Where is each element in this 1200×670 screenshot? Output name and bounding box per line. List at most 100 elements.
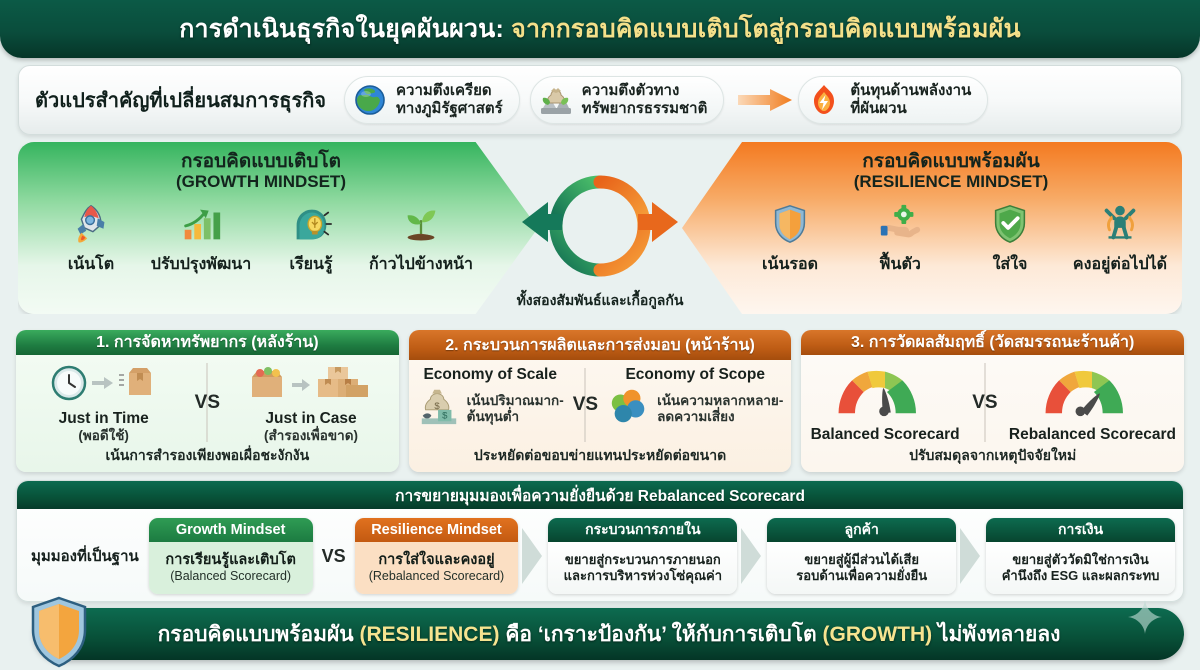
economy-of-scale-side: Economy of Scale $ $ (417, 366, 564, 433)
driver-geopolitics-text: ความตึงเครียด ทางภูมิรัฐศาสตร์ (396, 82, 503, 118)
footer-seg-1: กรอบคิดแบบพร้อมผัน (157, 622, 360, 646)
mindset-band: กรอบคิดแบบเติบโต (GROWTH MINDSET) (18, 142, 1182, 314)
vs-label: VS (572, 394, 599, 415)
driver-line-2: ที่ผันผวน (850, 100, 907, 117)
base-perspective-label: มุมมองที่เป็นฐาน (31, 548, 139, 565)
mutual-support-note: ทั้งสองสัมพันธ์และเกื้อกูลกัน (516, 292, 684, 308)
footer-seg-5: ไม่พังทลายลง (932, 622, 1061, 646)
pillar-internal-process: กระบวนการภายใน ขยายสู่กระบวนการภายนอก แล… (548, 518, 738, 594)
flame-bolt-icon (807, 83, 841, 117)
page-title: การดำเนินธุรกิจในยุคผันผวน: จากกรอบคิดแบ… (179, 9, 1021, 49)
card-production-compare: Economy of Scale $ $ (417, 366, 783, 444)
resilience-item-label: เน้นรอด (762, 256, 818, 274)
svg-text:$: $ (434, 401, 440, 412)
growth-item-label: เรียนรู้ (289, 256, 333, 274)
perspective-body: มุมมองที่เป็นฐาน Growth Mindset การเรียน… (17, 509, 1183, 601)
driver-line-1: ความตึงเครียด (396, 82, 492, 99)
card-measurement-footer: ปรับสมดุลจากเหตุปัจจัยใหม่ (909, 447, 1077, 463)
growth-title-th: กรอบคิดแบบเติบโต (180, 151, 342, 172)
shield-badge-icon (30, 596, 88, 668)
resilience-mini-en: (Rebalanced Scorecard) (368, 569, 505, 584)
just-in-case-sub: (สำรองเพื่อขาด) (264, 428, 358, 444)
footer-seg-3: คือ ‘เกราะป้องกัน’ ให้กับการเติบโต (499, 622, 823, 646)
pillar-header: การเงิน (986, 518, 1176, 542)
just-in-time-sub: (พอดีใช้) (78, 428, 129, 444)
gauge-right-icon (1031, 361, 1153, 426)
key-drivers-strip: ตัวแปรสำคัญที่เปลี่ยนสมการธุรกิจ ความตึง… (18, 65, 1182, 135)
resilience-title-th: กรอบคิดแบบพร้อมผัน (862, 151, 1040, 172)
bar-chart-growth-icon (178, 201, 224, 247)
sprout-icon (398, 201, 444, 247)
growth-mindset-panel: กรอบคิดแบบเติบโต (GROWTH MINDSET) (18, 142, 538, 314)
pillar-header: ลูกค้า (767, 518, 957, 542)
page-title-main: การดำเนินธุรกิจในยุคผันผวน: (179, 15, 504, 43)
svg-text:$: $ (442, 410, 448, 421)
economy-of-scope-sub: เน้นความหลากหลาย- (657, 392, 784, 408)
economy-of-scope-sub2: ลดความเสี่ยง (657, 408, 735, 424)
growth-item-label: ก้าวไปข้างหน้า (368, 256, 474, 274)
growth-item-rocket: เน้นโต (39, 201, 143, 277)
economy-of-scope-desc: เน้นความหลากหลาย- ลดความเสี่ยง (657, 393, 783, 424)
chevron-right-icon (741, 528, 763, 584)
rocket-icon (68, 201, 114, 247)
card-production-body: Economy of Scale $ $ (408, 360, 792, 472)
circles-variety-icon (607, 384, 651, 433)
card-production-footer: ประหยัดต่อขอบข่ายแทนประหยัดต่อขนาด (473, 447, 727, 463)
resilience-item-recover: ฟื้นตัว (848, 201, 952, 277)
pillar-body: ขยายสู่ตัววัดมิใช่การเงิน คำนึงถึง ESG แ… (986, 542, 1176, 594)
driver-geopolitics: ความตึงเครียด ทางภูมิรัฐศาสตร์ (344, 76, 520, 124)
vs-label: VS (972, 391, 998, 413)
resilience-mindset-mini-body: การใส่ใจและคงอยู่ (Rebalanced Scorecard) (354, 542, 519, 594)
growth-mini-th: การเรียนรู้และเติบโต (165, 551, 296, 568)
resilience-item-care: ใส่ใจ (958, 201, 1062, 277)
perspective-section: การขยายมุมมองเพื่อความยั่งยืนด้วย Rebala… (16, 480, 1184, 602)
just-in-case-side: Just in Case (สำรองเพื่อขาด) (231, 361, 390, 444)
flow-arrow-icon (738, 87, 794, 113)
page-header: การดำเนินธุรกิจในยุคผันผวน: จากกรอบคิดแบ… (0, 0, 1200, 58)
resilience-item-label: คงอยู่ต่อไปได้ (1072, 256, 1168, 274)
economy-of-scope-side: Economy of Scope (607, 366, 783, 433)
chevron-right-icon (960, 528, 982, 584)
economy-of-scale-sub2: ต้นทุนต่ำ (466, 408, 520, 424)
pillar-customer: ลูกค้า ขยายสู่ผู้มีส่วนได้เสีย รอบด้านเพ… (767, 518, 957, 594)
economy-of-scale-title: Economy of Scale (423, 366, 557, 383)
card-production: 2. กระบวนการผลิตและการส่งมอบ (หน้าร้าน) … (408, 330, 792, 472)
growth-mindset-mini-card: Growth Mindset การเรียนรู้และเติบโต (Bal… (148, 518, 313, 594)
footer-seg-2: (RESILIENCE) (359, 622, 500, 646)
economy-of-scale-desc: เน้นปริมาณมาก- ต้นทุนต่ำ (467, 393, 564, 424)
just-in-time-title: Just in Time (58, 410, 149, 428)
driver-line-1: ต้นทุนด้านพลังงาน (850, 82, 972, 99)
person-arms-up-icon (1097, 201, 1143, 247)
growth-mindset-items: เน้นโต ปรับปรุงพัฒนา (39, 201, 473, 277)
just-in-case-title: Just in Case (265, 410, 357, 428)
economy-of-scale-row: $ $ เน้นปริมาณมาก- ต้นทุนต่ำ (417, 384, 564, 433)
resilience-item-label: ใส่ใจ (992, 256, 1028, 274)
resilience-item-label: ฟื้นตัว (879, 256, 921, 274)
resilience-mini-th: การใส่ใจและคงอยู่ (378, 551, 495, 568)
balanced-scorecard-side: Balanced Scorecard (809, 361, 961, 444)
growth-item-label: ปรับปรุงพัฒนา (150, 256, 252, 274)
card-measurement-compare: Balanced Scorecard VS (809, 361, 1176, 444)
resilience-mindset-mini-header: Resilience Mindset (354, 518, 519, 542)
growth-mindset-title: กรอบคิดแบบเติบโต (GROWTH MINDSET) (176, 151, 346, 191)
gauge-center-icon (824, 361, 946, 426)
driver-line-1: ความตึงตัวทาง (581, 82, 680, 99)
footer-banner: กรอบคิดแบบพร้อมผัน (RESILIENCE) คือ ‘เกร… (34, 608, 1184, 660)
head-lightbulb-icon (288, 201, 334, 247)
footer-message: กรอบคิดแบบพร้อมผัน (RESILIENCE) คือ ‘เกร… (158, 618, 1061, 651)
pillar-line-1: ขยายสู่ผู้มีส่วนได้เสีย (804, 551, 920, 567)
pillar-line-1: ขยายสู่ตัววัดมิใช่การเงิน (1012, 551, 1149, 567)
pillar-line-2: และการบริหารห่วงโซ่คุณค่า (563, 568, 722, 583)
card-measurement-header: 3. การวัดผลสัมฤทธิ์ (วัดสมรรถนะร้านค้า) (801, 330, 1185, 355)
pillar-header: กระบวนการภายใน (548, 518, 738, 542)
card-production-vs: VS (564, 366, 607, 444)
shield-orange-icon (767, 201, 813, 247)
resilience-item-survive: เน้นรอด (738, 201, 842, 277)
card-measurement-body: Balanced Scorecard VS (801, 355, 1185, 472)
growth-item-improve: ปรับปรุงพัฒนา (149, 201, 253, 277)
driver-line-2: ทางภูมิรัฐศาสตร์ (396, 100, 503, 117)
growth-mini-en: (Balanced Scorecard) (170, 569, 292, 584)
driver-line-2: ทรัพยากรธรรมชาติ (581, 100, 708, 117)
resilience-mindset-items: เน้นรอด (738, 201, 1172, 277)
